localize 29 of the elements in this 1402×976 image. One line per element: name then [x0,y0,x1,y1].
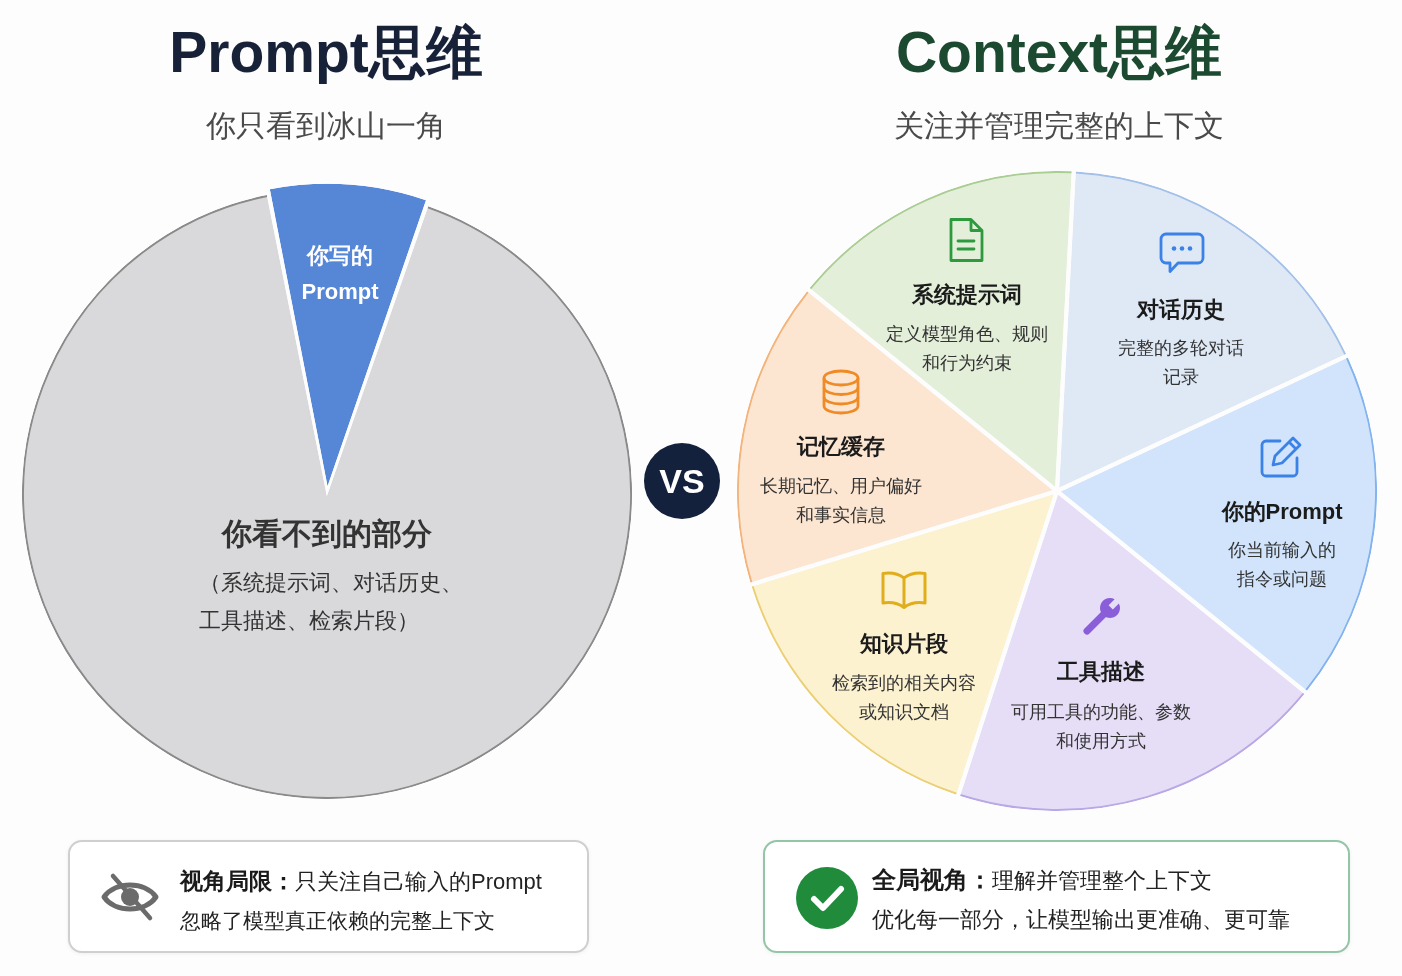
column-title: Context思维 [895,20,1223,84]
slice-title: 你的Prompt [1221,498,1343,526]
card-text: 忽略了模型真正依赖的完整上下文 [180,908,495,934]
slice-label: 你写的 Prompt [300,242,380,306]
pie-slice [1059,356,1378,692]
info-card [68,840,589,953]
slice-title: 系统提示词 [912,281,1022,309]
slice-title: 知识片段 [860,630,948,658]
vs-circle: VS [644,443,720,519]
slice-description: 检索到的相关内容或知识文档 [831,672,977,724]
slice-description: （系统提示词、对话历史、工具描述、检索片段） [199,569,464,635]
pie-slice [1058,170,1348,489]
slice-description: 完整的多轮对话记录 [1117,337,1245,389]
slice-description: 可用工具的功能、参数和使用方式 [1010,701,1192,753]
column-subtitle: 关注并管理完整的上下文 [894,108,1224,142]
slice-description: 你当前输入的指令或问题 [1227,539,1337,591]
card-text: 优化每一部分，让模型输出更准确、更可靠 [872,906,1290,934]
column-subtitle: 你只看到冰山一角 [206,108,446,142]
card-heading: 全局视角：理解并管理整个上下文 [872,865,1212,895]
info-card [763,840,1350,953]
slice-title: 工具描述 [1057,658,1145,686]
slice-description: 定义模型角色、规则和行为约束 [885,323,1049,375]
slice-description: 长期记忆、用户偏好和事实信息 [759,475,923,527]
slice-title: 对话历史 [1137,296,1225,324]
slice-title: 你看不到的部分 [222,516,432,552]
slice-title: 记忆缓存 [797,433,885,461]
card-heading: 视角局限：只关注自己输入的Prompt [180,868,542,896]
column-title: Prompt思维 [169,20,483,84]
pie-slice [21,193,633,800]
